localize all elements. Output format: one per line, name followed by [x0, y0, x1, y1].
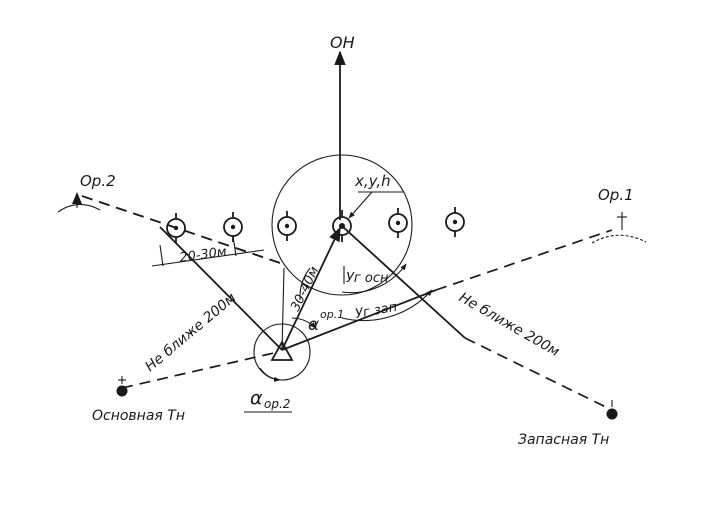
alpha-op1-sub: ор.1	[320, 308, 344, 321]
op1-landmark	[591, 212, 647, 244]
reserve-angle-label: Уг зап	[354, 300, 399, 322]
dash-center-to-reserve	[464, 337, 613, 411]
line-op2-triangle	[159, 226, 283, 351]
center-leader-2	[348, 191, 373, 219]
arc-alpha-op1	[291, 317, 317, 329]
interval-line	[151, 249, 265, 267]
op1-label: Ор.1	[598, 186, 634, 204]
arc-center-gun	[299, 267, 311, 301]
interval-label: 20-30м	[178, 244, 227, 266]
dash-triangle-to-op1	[435, 229, 613, 291]
to-center-label: 30-40м	[288, 264, 322, 314]
line-triangle-vertical	[281, 267, 285, 351]
main-station-marker	[116, 376, 128, 397]
main-station-label: Основная Тн	[92, 408, 185, 424]
op2-label: Ор.2	[80, 172, 116, 190]
reserve-station-marker	[606, 400, 618, 420]
observation-triangle	[270, 340, 294, 361]
alpha-op1-symbol: α	[308, 315, 319, 335]
center-label: x,y,h	[354, 172, 391, 190]
arc-reserve-angle	[341, 289, 433, 322]
min-right-label: Не ближе 200м	[456, 290, 562, 361]
op2-landmark	[57, 192, 101, 213]
arc-alpha-op2	[259, 367, 281, 382]
firing-positions	[166, 207, 465, 243]
gun-position	[223, 212, 243, 242]
gun-position	[277, 211, 297, 241]
alpha-op2-sub: ор.2	[264, 397, 290, 411]
main-angle-label: Уг осн	[346, 271, 389, 286]
min-left-label: Не ближе 200м	[142, 290, 239, 375]
interval-tick-left	[159, 244, 164, 267]
north-label: ОН	[330, 33, 355, 52]
center-circle	[271, 154, 413, 296]
center-gun	[332, 210, 352, 242]
line-center-reserve	[341, 225, 466, 339]
alpha-op2-symbol: α	[250, 387, 263, 409]
line-triangle-center	[281, 226, 341, 351]
gun-position	[166, 213, 186, 243]
triangle-circle	[253, 323, 311, 381]
gun-position	[388, 208, 408, 238]
reserve-station-label: Запасная Тн	[518, 432, 609, 448]
gun-position	[445, 207, 465, 237]
arc-main-angle	[341, 263, 407, 294]
dash-main-to-triangle	[121, 351, 279, 389]
